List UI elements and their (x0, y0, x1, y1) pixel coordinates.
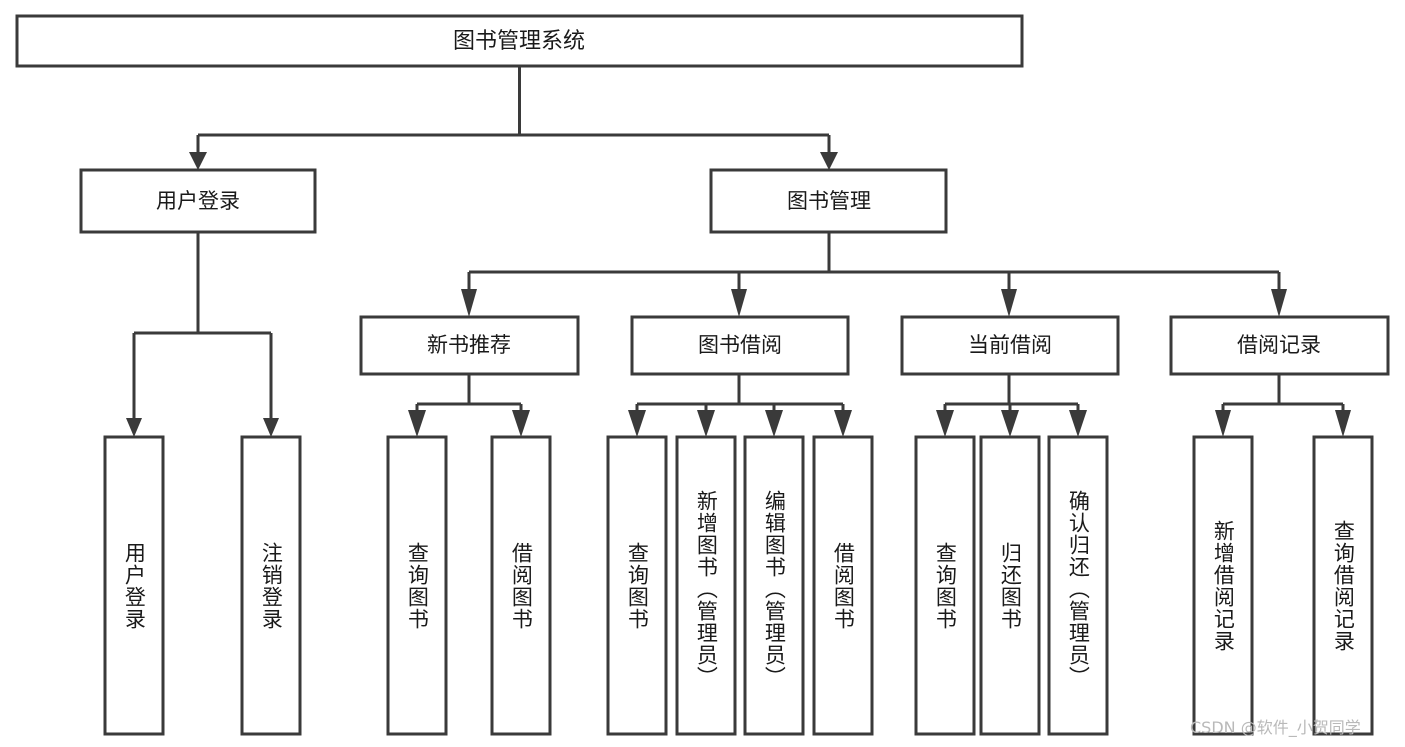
node-user-login[interactable]: 用户登录 (79, 168, 317, 234)
arrowhead-leaf-br-2 (1335, 410, 1351, 437)
arrowhead-leaf-nbr-2 (512, 410, 530, 437)
leaf-box-cb-3[interactable] (1047, 435, 1109, 736)
node-current-borrow-label: 当前借阅 (968, 333, 1052, 357)
arrowhead-leaf-user-login-1 (126, 418, 142, 437)
leaf-box-nbr-1[interactable] (386, 435, 448, 736)
node-root-label: 图书管理系统 (453, 29, 585, 54)
leaf-box-bb-2[interactable] (675, 435, 737, 736)
node-new-book-recommend-box[interactable] (359, 315, 580, 376)
node-user-login-label: 用户登录 (156, 189, 240, 213)
node-book-manage[interactable]: 图书管理 (709, 168, 948, 234)
leaf-box-user-login-2[interactable] (240, 435, 302, 736)
arrowhead-borrow-record (1271, 289, 1287, 317)
connector-group-current-borrow (936, 374, 1087, 437)
node-user-login-box[interactable] (79, 168, 317, 234)
leaf-box-cb-2[interactable] (979, 435, 1041, 736)
arrowhead-book-manage (820, 152, 838, 170)
arrowhead-leaf-user-login-2 (263, 418, 279, 437)
arrowhead-leaf-nbr-1 (408, 410, 426, 437)
arrowhead-leaf-br-1 (1215, 410, 1231, 437)
node-root-box[interactable] (15, 14, 1024, 68)
node-current-borrow-box[interactable] (900, 315, 1120, 376)
arrowhead-leaf-bb-3 (765, 410, 783, 437)
node-book-manage-box[interactable] (709, 168, 948, 234)
csdn-watermark: CSDN @软件_小贺同学 (1190, 718, 1361, 737)
node-book-borrow-label: 图书借阅 (698, 333, 782, 357)
leaf-box-nbr-2[interactable] (490, 435, 552, 736)
arrowhead-user-login (189, 152, 207, 170)
node-borrow-record-box[interactable] (1169, 315, 1390, 376)
leaf-box-bb-3[interactable] (743, 435, 805, 736)
arrowhead-new-book-recommend (461, 289, 477, 317)
leaf-box-bb-4[interactable] (812, 435, 874, 736)
leaf-box-bb-1[interactable] (606, 435, 668, 736)
connector-group-user-login (126, 232, 279, 437)
arrowhead-leaf-bb-2 (697, 410, 715, 437)
connector-group-new-book-recommend (408, 374, 530, 437)
connector-group-root (189, 66, 838, 170)
leaf-box-br-2[interactable] (1312, 435, 1374, 736)
arrowhead-leaf-cb-1 (936, 410, 954, 437)
node-book-borrow[interactable]: 图书借阅 (630, 315, 850, 376)
arrowhead-leaf-bb-4 (834, 410, 852, 437)
node-new-book-recommend[interactable]: 新书推荐 (359, 315, 580, 376)
leaf-box-user-login-1[interactable] (103, 435, 165, 736)
leaf-box-br-1[interactable] (1192, 435, 1254, 736)
arrowhead-leaf-cb-3 (1069, 410, 1087, 437)
node-root[interactable]: 图书管理系统 (15, 14, 1024, 68)
connector-group-book-manage (461, 232, 1287, 317)
node-new-book-recommend-label: 新书推荐 (427, 333, 511, 357)
node-book-borrow-box[interactable] (630, 315, 850, 376)
node-borrow-record-label: 借阅记录 (1237, 333, 1321, 357)
node-book-manage-label: 图书管理 (787, 189, 871, 213)
leaf-box-cb-1[interactable] (914, 435, 976, 736)
arrowhead-leaf-cb-2 (1001, 410, 1019, 437)
node-borrow-record[interactable]: 借阅记录 (1169, 315, 1390, 376)
arrowhead-leaf-bb-1 (628, 410, 646, 437)
arrowhead-current-borrow (1001, 289, 1017, 317)
node-current-borrow[interactable]: 当前借阅 (900, 315, 1120, 376)
connector-group-book-borrow (628, 374, 852, 437)
connector-group-borrow-record (1215, 374, 1351, 437)
arrowhead-book-borrow (731, 289, 747, 317)
